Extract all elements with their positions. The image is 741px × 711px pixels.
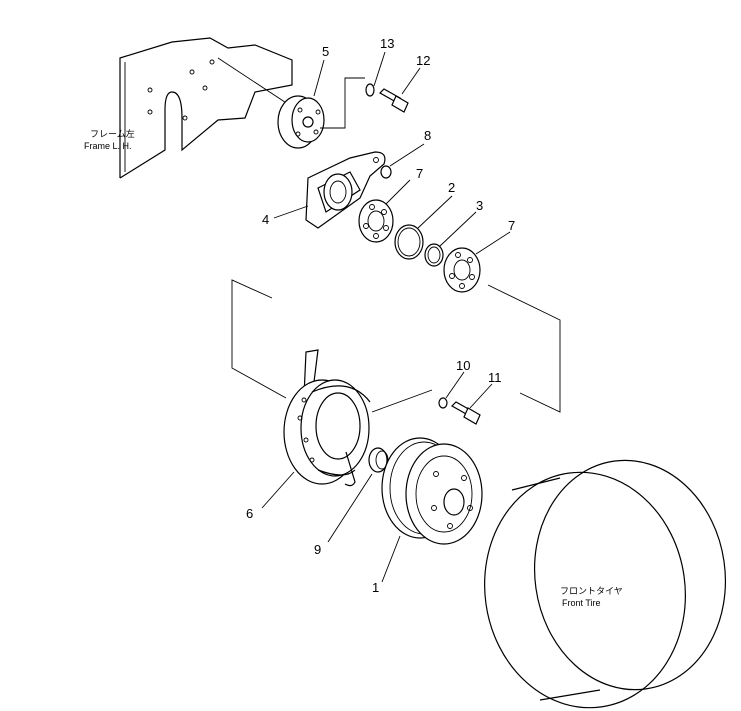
part-1-brake-drum (381, 437, 483, 545)
part-2-snap-ring (394, 224, 424, 260)
bracket-left (231, 279, 287, 399)
label-part-13: 13 (380, 36, 394, 51)
label-part-7-upper: 7 (416, 166, 423, 181)
label-part-3: 3 (476, 198, 483, 213)
label-part-10: 10 (456, 358, 470, 373)
part-3-seal (424, 243, 444, 267)
part-10-washer (438, 397, 448, 409)
leader-5-to-13 (320, 77, 365, 129)
part-8-ring (380, 165, 392, 179)
label-part-5: 5 (322, 44, 329, 59)
frame-lh (119, 37, 293, 179)
leader-6-to-10 (371, 389, 433, 413)
part-4-bearing-housing (305, 151, 386, 229)
label-part-6: 6 (246, 506, 253, 521)
part-7-bearing-lower (443, 247, 481, 293)
label-part-1: 1 (372, 580, 379, 595)
part-5-flange (277, 95, 325, 149)
caption-frame-en: Frame L. H. (84, 141, 132, 151)
part-7-bearing-upper (358, 199, 394, 243)
part-9-seal-ring (368, 447, 389, 473)
label-part-7-lower: 7 (508, 218, 515, 233)
label-part-12: 12 (416, 53, 430, 68)
part-6-brake-assembly (283, 349, 371, 487)
label-part-8: 8 (424, 128, 431, 143)
bracket-right (487, 284, 561, 413)
caption-tire-jp: フロントタイヤ (560, 586, 623, 596)
caption-frame-jp: フレーム左 (90, 128, 135, 139)
part-11-bolt (451, 401, 481, 425)
leader-lines (261, 51, 511, 583)
part-13-washer (365, 83, 375, 97)
label-part-11: 11 (488, 370, 502, 385)
label-part-4: 4 (262, 212, 269, 227)
part-12-bolt (379, 88, 409, 113)
caption-tire-en: Front Tire (562, 598, 601, 608)
front-tire (484, 459, 727, 709)
label-part-9: 9 (314, 542, 321, 557)
label-part-2: 2 (448, 180, 455, 195)
